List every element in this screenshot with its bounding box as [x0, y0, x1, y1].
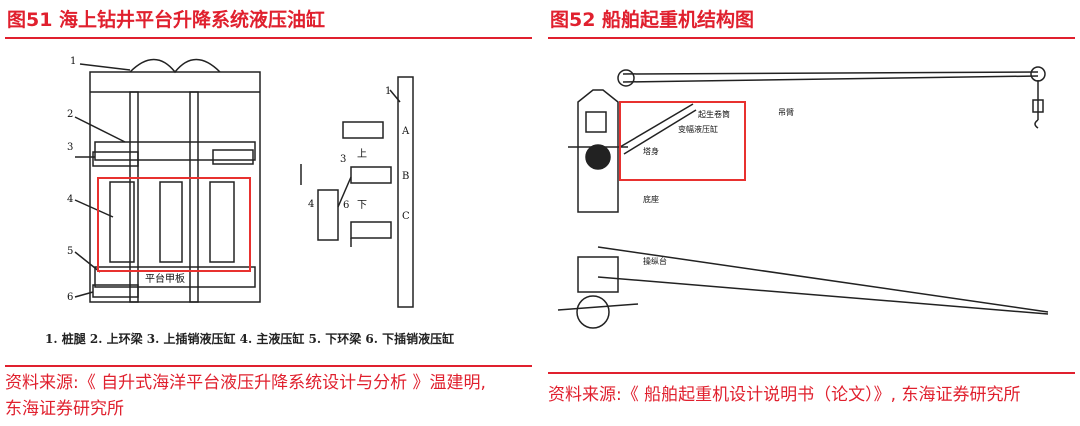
source-line: 资料来源:《 船舶起重机设计说明书（论文）》, 东海证券研究所: [548, 385, 1021, 405]
label-3-right: 3: [340, 154, 346, 165]
label-6-right: 6: [343, 200, 349, 211]
label-C: C: [402, 211, 410, 222]
figure-title: 图52 船舶起重机结构图: [550, 9, 755, 31]
source-line-1: 资料来源:《 自升式海洋平台液压升降系统设计与分析 》温建明,: [5, 373, 486, 393]
label-4-right: 4: [308, 199, 314, 210]
figure-52-panel: 图52 船舶起重机结构图 起生卷筒 吊臂 变幅液压缸 塔身 底座: [548, 0, 1075, 426]
label-A: A: [401, 126, 410, 137]
divider: [548, 37, 1075, 39]
right-label-1: 1: [385, 86, 391, 97]
jackup-hydraulic-diagram: 1 2 3 4 5 6 平台甲板 1 A B C 3 上 4 6 下: [67, 56, 414, 308]
figure-title: 图51 海上钻井平台升降系统液压油缸: [7, 9, 326, 31]
label-4: 4: [67, 194, 73, 205]
label-1: 1: [70, 56, 76, 67]
source-line-2: 东海证券研究所: [5, 399, 124, 419]
divider: [5, 37, 532, 39]
divider: [5, 365, 532, 367]
console-label: 操纵台: [643, 256, 667, 266]
tower-label: 塔身: [643, 146, 659, 156]
luffing-cylinder-label: 变幅液压缸: [678, 124, 718, 134]
figure-caption: 1. 桩腿 2. 上环梁 3. 上插销液压缸 4. 主液压缸 5. 下环梁 6.…: [45, 332, 455, 346]
divider: [548, 372, 1075, 374]
label-down: 下: [357, 200, 367, 211]
ship-crane-diagram: 起生卷筒 吊臂 变幅液压缸 塔身 底座 操纵台: [557, 66, 1049, 329]
label-5: 5: [67, 246, 73, 257]
label-up: 上: [357, 148, 367, 160]
deck-label: 平台甲板: [145, 272, 185, 285]
label-B: B: [402, 171, 409, 182]
base-label: 底座: [643, 194, 659, 204]
label-2: 2: [67, 109, 73, 120]
boom-label: 吊臂: [778, 107, 794, 117]
label-3: 3: [67, 142, 73, 153]
label-6: 6: [67, 292, 73, 303]
drum-label: 起生卷筒: [698, 109, 730, 119]
figure-51-panel: 图51 海上钻井平台升降系统液压油缸: [5, 0, 532, 426]
